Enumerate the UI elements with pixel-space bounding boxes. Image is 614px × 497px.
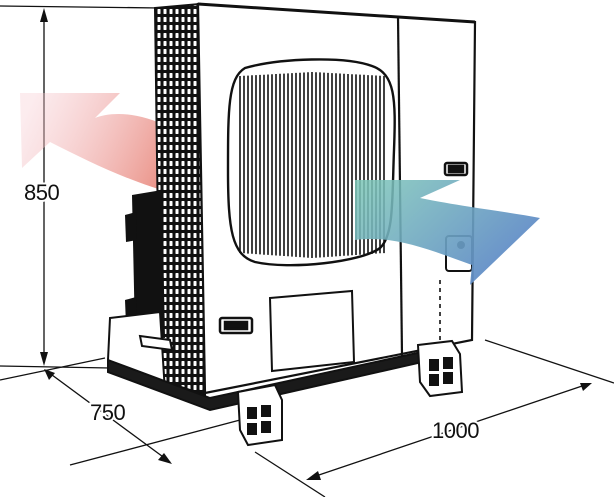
dimension-lines	[0, 5, 614, 497]
air-intake-arrow	[355, 180, 540, 285]
dimension-arrowheads	[40, 8, 592, 480]
side-grille-panel	[125, 2, 207, 397]
hot-air-outlet-arrow	[20, 93, 178, 195]
height-dimension-label: 850	[24, 180, 59, 205]
fan-grille-icon	[226, 58, 396, 267]
depth-dimension-label: 750	[90, 400, 125, 425]
support-feet	[236, 339, 464, 447]
service-panel	[268, 289, 356, 373]
carry-handle-icon	[218, 161, 469, 335]
width-dimension-label: 1000	[432, 418, 479, 443]
